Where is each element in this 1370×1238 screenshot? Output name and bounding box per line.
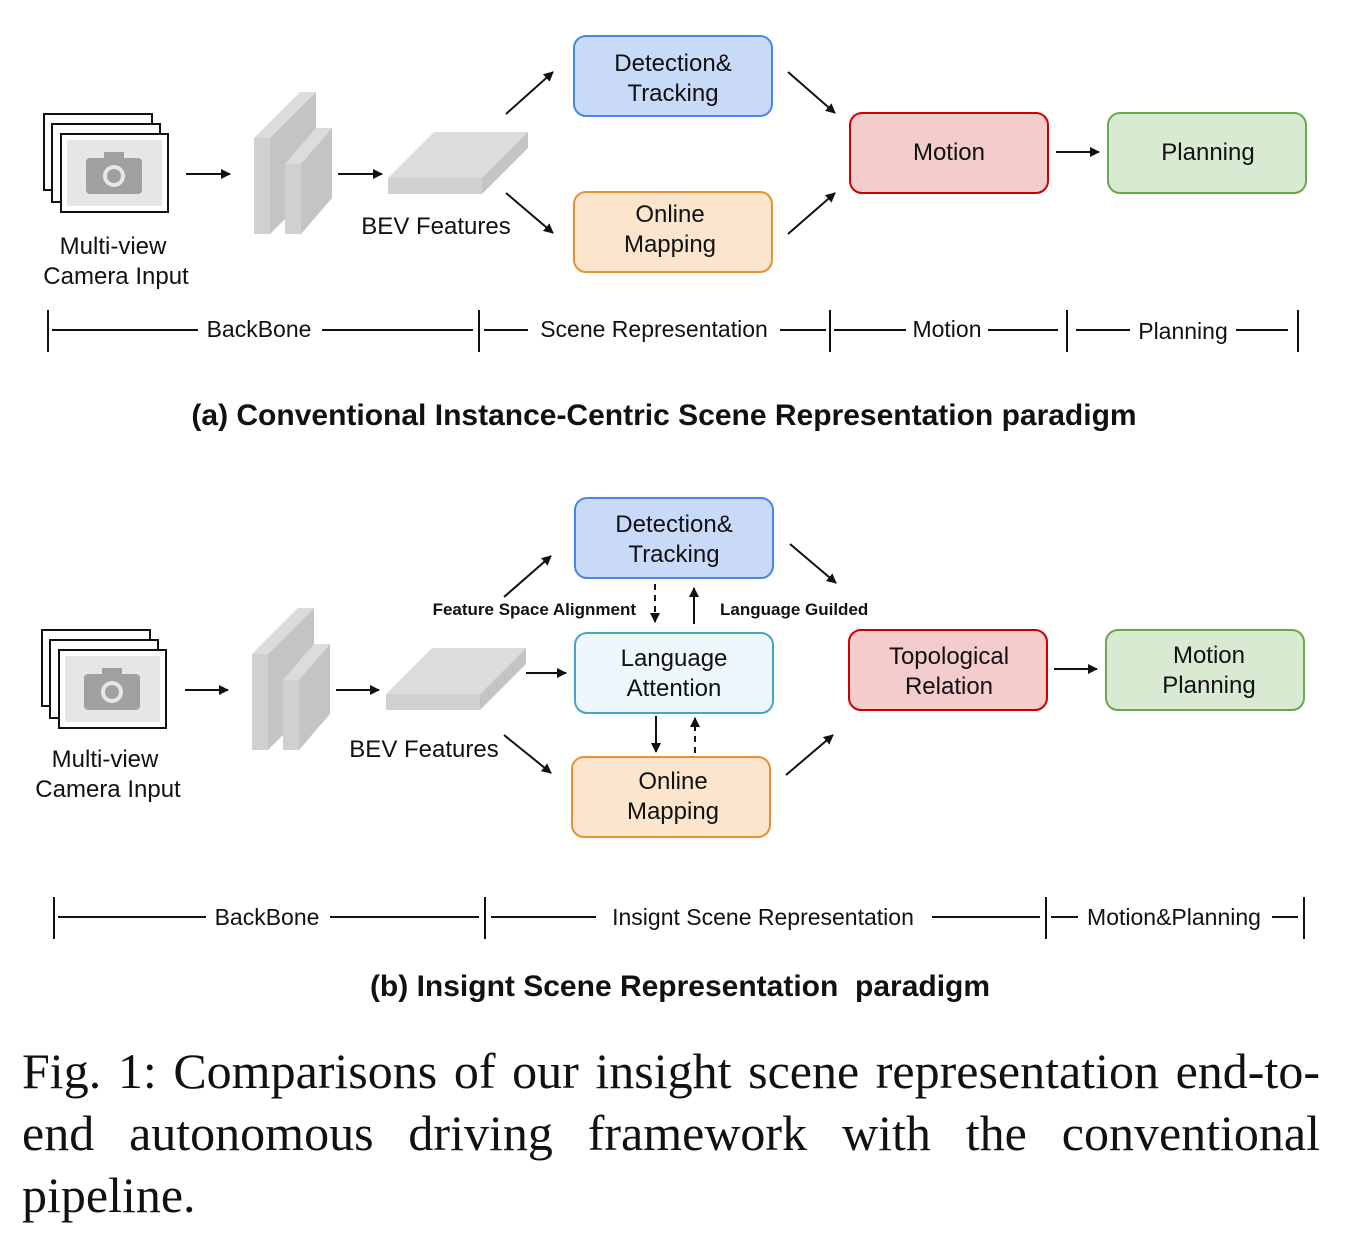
section-planning: Planning [1138, 318, 1228, 344]
language-label-line1: Language [621, 645, 728, 672]
section-motion-planning: Motion&Planning [1087, 904, 1261, 930]
detection-label-line1: Detection& [615, 511, 732, 538]
section-backbone: BackBone [207, 316, 312, 342]
motion-planning-label-line2: Planning [1162, 672, 1255, 699]
arrow-detection-to-topology [789, 543, 837, 584]
arrow-bev-to-detection [505, 71, 554, 115]
subcaption-a: (a) Conventional Instance-Centric Scene … [191, 399, 1136, 432]
arrow-bev-to-mapping [505, 192, 554, 234]
online-mapping-box: Online Mapping [571, 756, 771, 838]
language-attention-box: Language Attention [574, 632, 774, 714]
mapping-label-line1: Online [638, 768, 707, 795]
arrow-bev-to-detection [503, 555, 552, 598]
online-mapping-box: Online Mapping [573, 191, 773, 273]
backbone-icon [254, 92, 332, 234]
input-label-line1: Multi-view [52, 746, 159, 773]
camera-input-icon [41, 629, 167, 729]
detection-label-line1: Detection& [614, 50, 731, 77]
figure-caption: Fig. 1: Comparisons of our insight scene… [22, 1043, 1320, 1223]
input-label-line2: Camera Input [43, 263, 189, 290]
arrow-mapping-to-topology [785, 734, 834, 776]
motion-box: Motion [849, 112, 1049, 194]
section-insignt-scene-representation: Insignt Scene Representation [612, 904, 914, 930]
feature-space-alignment-label: Feature Space Alignment [433, 600, 637, 619]
mapping-label-line2: Mapping [624, 231, 716, 258]
language-guided-label: Language Guilded [720, 600, 868, 619]
planning-box: Planning [1107, 112, 1307, 194]
panel-b: Multi-view Camera Input BEV Features Det… [35, 497, 1305, 1003]
bev-label: BEV Features [349, 736, 498, 763]
section-motion: Motion [912, 316, 981, 342]
section-ruler-a: BackBone Scene Representation Motion Pla… [47, 310, 1299, 352]
panel-a: Multi-view Camera Input BEV Features Det… [43, 35, 1307, 432]
input-label-line1: Multi-view [60, 233, 167, 260]
detection-label-line2: Tracking [628, 541, 719, 568]
section-backbone: BackBone [215, 904, 320, 930]
subcaption-b: (b) Insignt Scene Representation paradig… [370, 970, 990, 1003]
pipeline-diagram: Multi-view Camera Input BEV Features Det… [35, 35, 1307, 1003]
bev-label: BEV Features [361, 213, 510, 240]
camera-input-icon [43, 113, 169, 213]
mapping-label-line1: Online [635, 201, 704, 228]
topological-relation-box: Topological Relation [848, 629, 1048, 711]
bev-features-icon [388, 132, 528, 194]
detection-tracking-box: Detection& Tracking [573, 35, 773, 117]
detection-tracking-box: Detection& Tracking [574, 497, 774, 579]
motion-label: Motion [913, 139, 985, 166]
section-scene-representation: Scene Representation [540, 316, 768, 342]
topology-label-line1: Topological [889, 643, 1009, 670]
input-label-line2: Camera Input [35, 776, 181, 803]
bev-features-icon [386, 648, 526, 710]
motion-planning-label-line1: Motion [1173, 642, 1245, 669]
planning-label: Planning [1161, 139, 1254, 166]
arrow-detection-to-motion [787, 71, 836, 114]
section-ruler-b: BackBone Insignt Scene Representation Mo… [53, 897, 1305, 939]
language-label-line2: Attention [627, 675, 722, 702]
motion-planning-box: Motion Planning [1105, 629, 1305, 711]
detection-label-line2: Tracking [627, 80, 718, 107]
arrow-mapping-to-motion [787, 192, 836, 235]
arrow-bev-to-mapping [503, 734, 552, 774]
backbone-icon [252, 608, 330, 750]
mapping-label-line2: Mapping [627, 798, 719, 825]
topology-label-line2: Relation [905, 673, 993, 700]
